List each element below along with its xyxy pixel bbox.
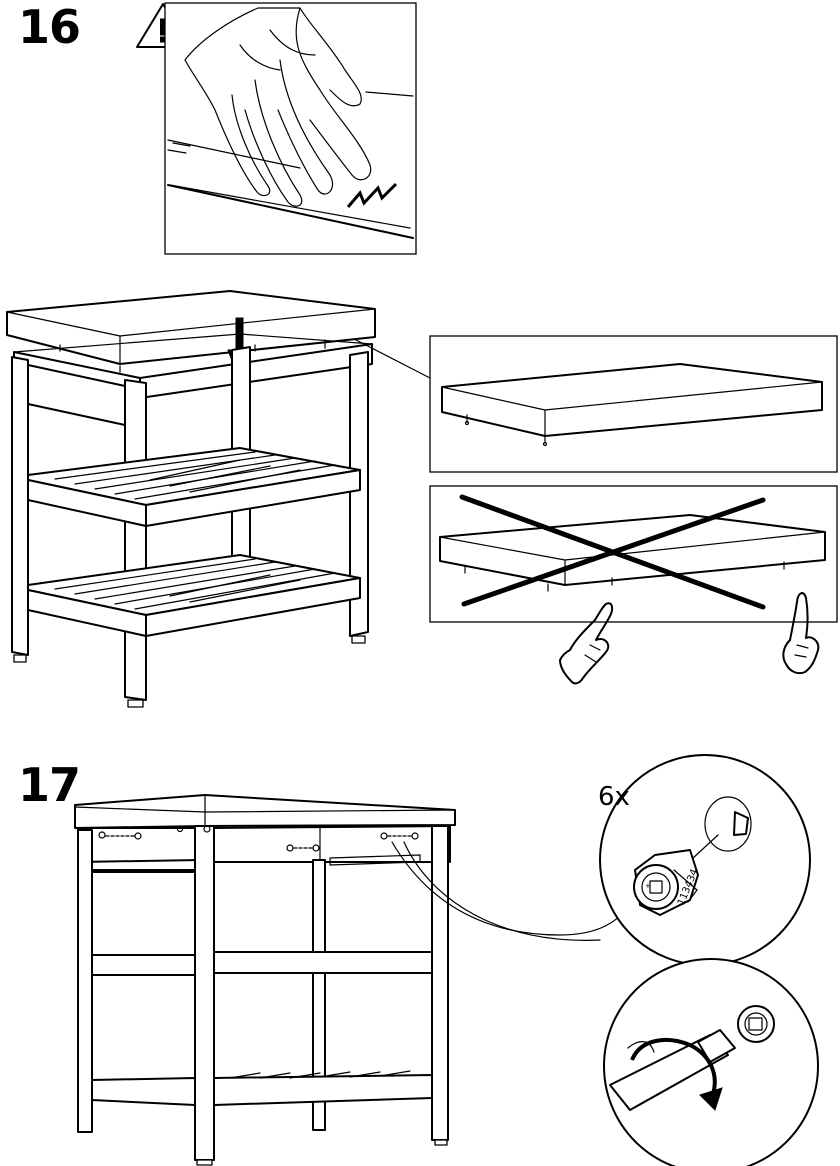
svg-text:+: + xyxy=(645,882,651,890)
step-17-number: 17 xyxy=(18,762,80,808)
cam-lock-detail: + xyxy=(600,755,810,965)
table-frame-step16 xyxy=(7,291,430,707)
table-frame-step17 xyxy=(75,795,628,1165)
hand-press-inset xyxy=(165,3,416,254)
wrong-orientation-inset xyxy=(430,486,837,622)
correct-orientation-inset xyxy=(430,336,837,472)
quantity-label: 6x xyxy=(598,784,630,810)
screwdriver-detail xyxy=(604,959,818,1166)
